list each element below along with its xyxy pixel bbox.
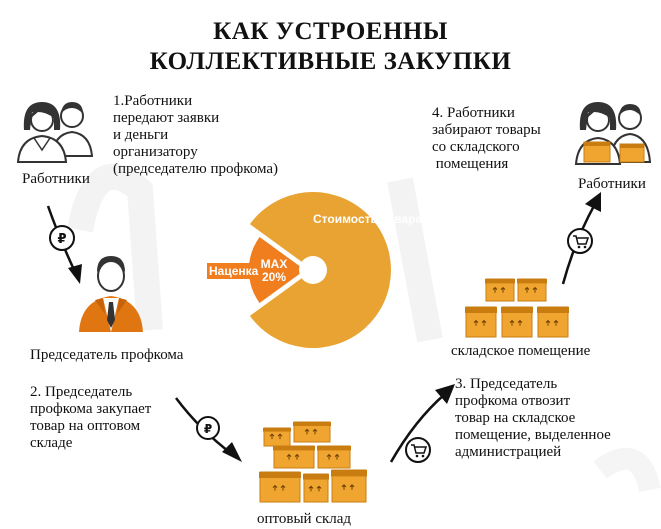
ruble-coin-icon: ₽ bbox=[49, 225, 75, 251]
wholesale-label: оптовый склад bbox=[257, 511, 352, 527]
step4-text: 4. Работники забирают товары со складско… bbox=[432, 105, 541, 173]
step3-text: 3. Председатель профкома отвозит товар н… bbox=[455, 376, 611, 461]
page-title-line2: КОЛЛЕКТИВНЫЕ ЗАКУПКИ bbox=[149, 48, 512, 75]
pie-label-goods: Стоимость товара bbox=[313, 212, 423, 226]
box bbox=[485, 278, 515, 302]
workers-right-label: Работники bbox=[578, 176, 646, 192]
ruble-coin-icon: ₽ bbox=[196, 416, 220, 440]
step1-line: организатору bbox=[113, 144, 198, 160]
chairman-label: Председатель профкома bbox=[30, 347, 184, 363]
step3-line: администрацией bbox=[455, 444, 562, 460]
svg-text:₽: ₽ bbox=[57, 232, 66, 247]
box bbox=[317, 445, 351, 469]
box bbox=[331, 469, 367, 503]
cart-icon bbox=[567, 228, 593, 254]
pie-slice-markup bbox=[248, 236, 305, 304]
box bbox=[303, 473, 329, 503]
step4-line: 4. Работники bbox=[432, 105, 515, 121]
box bbox=[517, 278, 547, 302]
markup-pie-chart bbox=[248, 192, 391, 348]
warehouse-storage-label: складское помещение bbox=[451, 343, 591, 359]
step1-line: (председателю профкома) bbox=[113, 161, 278, 177]
box bbox=[537, 306, 569, 338]
step2-line: 2. Председатель bbox=[30, 384, 133, 400]
step4-line: со складского bbox=[432, 139, 520, 155]
box bbox=[263, 427, 291, 447]
step2-text: 2. Председатель профкома закупает товар … bbox=[30, 384, 151, 452]
workers-left-label: Работники bbox=[22, 171, 90, 187]
workers-with-boxes-icon bbox=[574, 102, 652, 165]
workers-icon bbox=[16, 102, 94, 163]
step3-line: 3. Председатель bbox=[455, 376, 558, 392]
step3-line: профкома отвозит bbox=[455, 393, 571, 409]
step1-line: и деньги bbox=[113, 127, 169, 143]
pie-annotation-max: MAX bbox=[260, 257, 288, 271]
box bbox=[259, 471, 301, 503]
step1-line: 1.Работники bbox=[113, 93, 193, 109]
step2-line: складе bbox=[30, 435, 73, 451]
step4-line: помещения bbox=[432, 156, 509, 172]
step4-line: забирают товары bbox=[432, 122, 541, 138]
step2-line: товар на оптовом bbox=[30, 418, 141, 434]
pie-annotation-percent: 20% bbox=[261, 270, 287, 284]
pie-hole bbox=[299, 256, 327, 284]
box bbox=[501, 306, 533, 338]
page-title-line1: КАК УСТРОЕННЫ bbox=[213, 18, 448, 45]
box bbox=[273, 445, 315, 469]
svg-text:₽: ₽ bbox=[204, 422, 212, 436]
step3-line: помещение, выделенное bbox=[455, 427, 611, 443]
cart-icon bbox=[405, 437, 431, 463]
step1-line: передают заявки bbox=[113, 110, 220, 126]
box bbox=[465, 306, 497, 338]
pie-label-markup: Наценка bbox=[207, 263, 261, 279]
step1-text: 1.Работники передают заявки и деньги орг… bbox=[113, 93, 278, 178]
arrow-wholesale-to-storage bbox=[389, 384, 455, 463]
pie-annotation: MAX 20% bbox=[259, 258, 289, 284]
wholesale-boxes-icon bbox=[259, 421, 367, 503]
box bbox=[293, 421, 331, 443]
storage-boxes-icon bbox=[465, 278, 569, 338]
chairman-icon bbox=[79, 256, 143, 332]
step3-line: товар на складское bbox=[455, 410, 576, 426]
step2-line: профкома закупает bbox=[30, 401, 152, 417]
